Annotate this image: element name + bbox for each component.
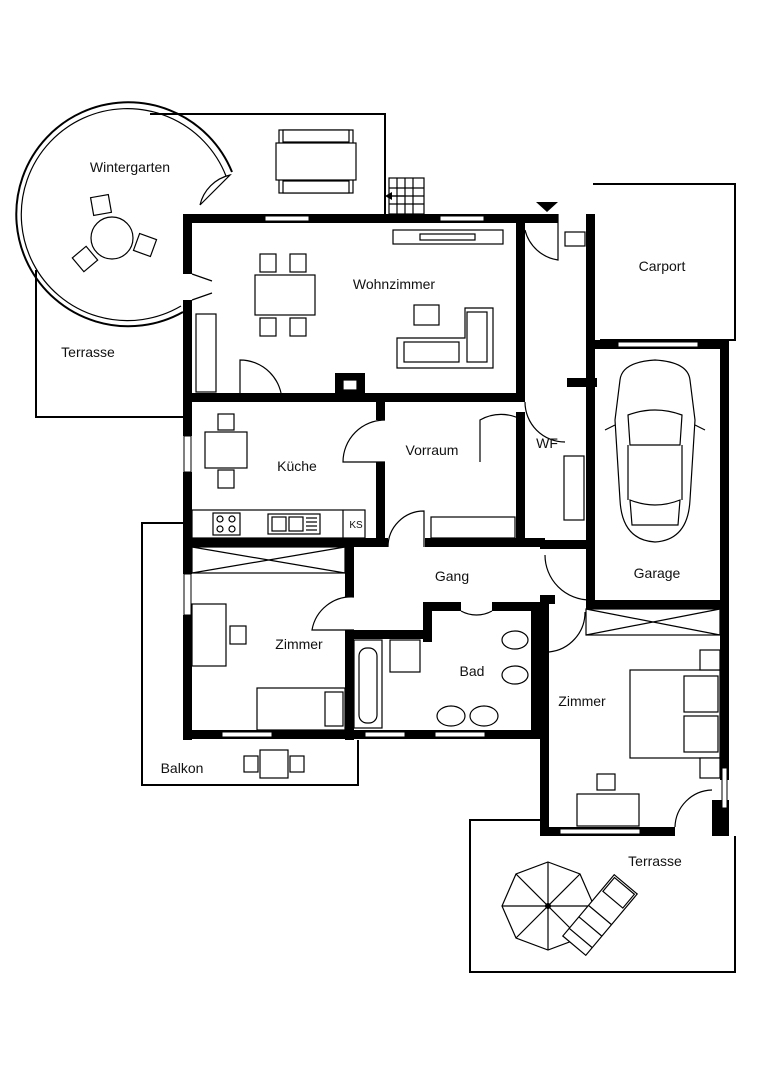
bidet-icon [501,665,529,685]
furniture [71,129,721,957]
desk-east [576,793,640,827]
label-ks: KS [349,520,363,531]
desk [191,603,227,667]
stove-icon [212,512,241,536]
bed-east-icon [629,649,721,779]
chimney [342,379,358,391]
lounger-se-icon [561,873,639,957]
wintergarten-arc [15,101,233,328]
label-carport: Carport [639,258,686,274]
wintergarten-arc-inner [20,108,227,322]
label-garage: Garage [634,565,681,581]
room-labels: Wintergarten Terrasse Wohnzimmer Carport… [61,159,685,869]
sink-icon [267,513,321,535]
balkon-outline [141,522,359,786]
shower-fixture [389,639,421,673]
label-kueche: Küche [277,458,317,474]
wardrobe-west [191,546,346,574]
label-wintergarten: Wintergarten [90,159,170,175]
kitchen-table-icon [204,413,248,489]
label-wohnzimmer: Wohnzimmer [353,276,436,292]
outdoor-areas [15,101,736,973]
bed-west-icon [256,687,346,731]
dining-table-icon [254,253,316,337]
label-balkon: Balkon [161,760,204,776]
entrance-arrow-icon [536,202,558,212]
round-table-icon [71,193,158,273]
label-gang: Gang [435,568,469,584]
toilet-icon [501,630,529,650]
windows [183,215,728,835]
shelf [195,313,217,393]
label-zimmer-east: Zimmer [558,693,606,709]
terrasse-se-outline [469,819,736,973]
label-terrasse-se: Terrasse [628,853,682,869]
label-vorraum: Vorraum [406,442,459,458]
label-zimmer-west: Zimmer [275,636,323,652]
bathtub-icon [353,639,383,729]
wf-cabinet [563,455,585,521]
exterior-stairs [384,177,425,215]
coffee-table [413,304,440,326]
terrace-nw-outline [35,113,386,418]
wardrobe-east [585,608,721,636]
doors [191,173,713,828]
sofa-icon [396,307,494,369]
bench [430,516,516,539]
double-sink-icon [436,705,499,727]
balkon-table-icon [243,749,305,779]
label-terrasse-nw: Terrasse [61,344,115,360]
car-icon [604,359,706,543]
label-wf: WF [536,435,558,451]
sun-lounger-icon [275,129,357,194]
label-bad: Bad [460,663,485,679]
chair [229,625,247,645]
